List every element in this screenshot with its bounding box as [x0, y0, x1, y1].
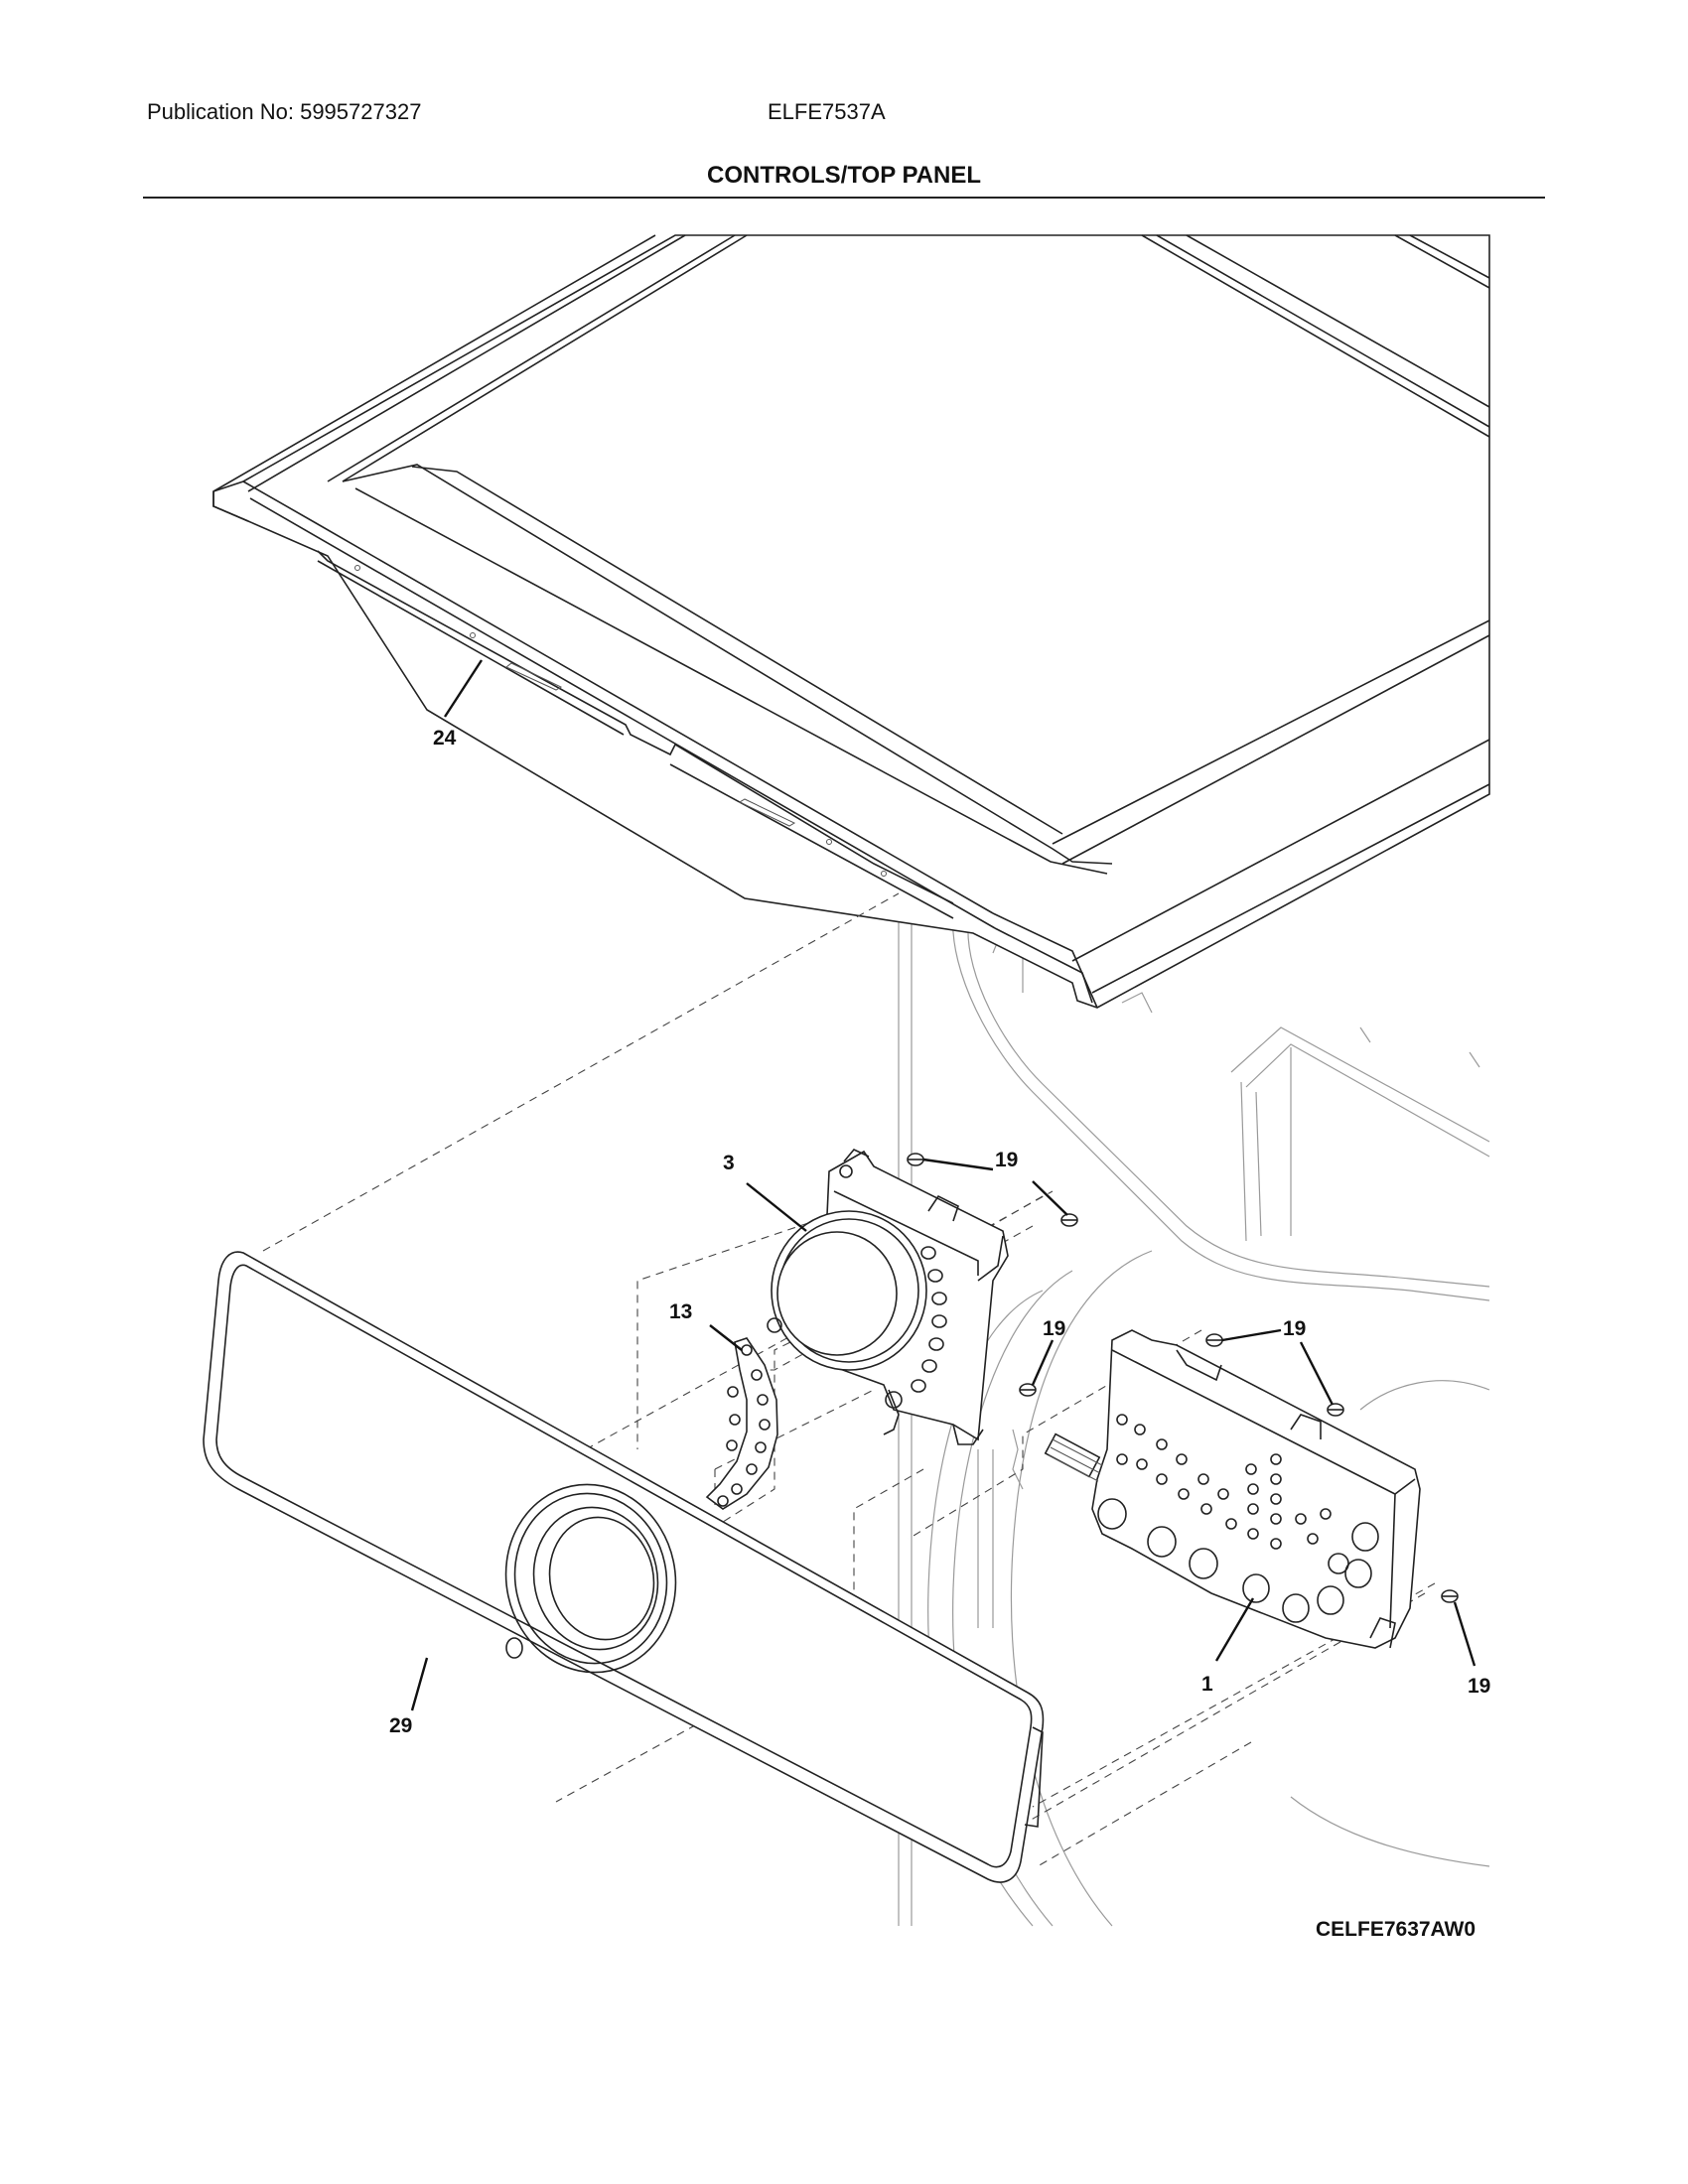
- callout-19-e: 19: [1468, 1675, 1490, 1698]
- knob-housing: [767, 1149, 1009, 1445]
- callout-24: 24: [433, 727, 457, 750]
- screw-icon: [1327, 1403, 1344, 1417]
- console-knob-opening: [504, 1483, 677, 1674]
- callout-19-a: 19: [995, 1149, 1018, 1171]
- callout-19-c: 19: [1283, 1317, 1306, 1340]
- screw-icon: [907, 1153, 924, 1166]
- header-divider: [143, 197, 1545, 199]
- callout-1: 1: [1201, 1673, 1213, 1696]
- publication-number: Publication No: 5995727327: [147, 99, 422, 124]
- model-number: ELFE7537A: [768, 99, 886, 124]
- callout-leaders: [410, 659, 1477, 1711]
- screws: [907, 1153, 1459, 1603]
- control-board-buttons: [1097, 1498, 1379, 1623]
- control-board: [1044, 1329, 1421, 1649]
- top-panel: [212, 234, 1490, 1009]
- callout-labels: 24 3 19 19 13 19 19 19 1 19 29: [389, 727, 1490, 1737]
- callout-13: 13: [669, 1300, 692, 1323]
- knob-housing-led-sockets: [911, 1246, 947, 1393]
- callout-29: 29: [389, 1714, 412, 1737]
- figure-code: CELFE7637AW0: [1316, 1918, 1476, 1941]
- screw-icon: [1441, 1589, 1459, 1603]
- callout-19-b: 19: [1043, 1317, 1065, 1340]
- screw-icon: [1019, 1383, 1037, 1397]
- screw-icon: [1205, 1333, 1223, 1347]
- section-title: CONTROLS/TOP PANEL: [706, 162, 982, 189]
- console-panel: [203, 1251, 1045, 1883]
- control-board-leds: [1116, 1414, 1332, 1550]
- callout-3: 3: [723, 1152, 735, 1174]
- led-light-pipe: [705, 1337, 778, 1510]
- screw-icon: [1060, 1213, 1078, 1227]
